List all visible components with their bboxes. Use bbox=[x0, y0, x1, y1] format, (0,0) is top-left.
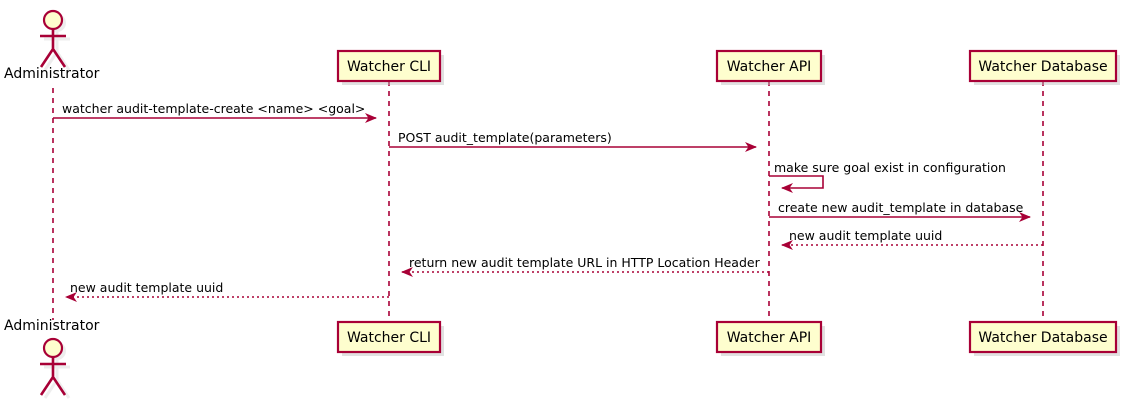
actor-head-icon bbox=[42, 9, 64, 31]
participant-box-watcher-api-bottom[interactable] bbox=[715, 320, 823, 354]
message-label-5: new audit template uuid bbox=[789, 228, 942, 243]
message-3-watcher-api-to-watcher-api[interactable] bbox=[769, 175, 824, 193]
message-label-6: return new audit template URL in HTTP Lo… bbox=[409, 255, 761, 270]
participant-box-watcher-database-top[interactable] bbox=[968, 49, 1118, 83]
participant-label-watcher-cli-bottom: Watcher CLI bbox=[347, 330, 431, 346]
message-label-4: create new audit_template in database bbox=[778, 200, 1024, 215]
lifelines-group bbox=[52, 81, 1044, 322]
participant-label-watcher-database-top: Watcher Database bbox=[978, 59, 1107, 75]
actor-head-icon bbox=[42, 337, 64, 359]
participant-box-watcher-api-top[interactable] bbox=[715, 49, 823, 83]
actor-figure-administrator-bottom[interactable] bbox=[39, 337, 71, 399]
actor-label-administrator-bottom: Administrator bbox=[4, 318, 100, 334]
message-label-3: make sure goal exist in configuration bbox=[774, 160, 1006, 175]
participant-box-watcher-cli-top[interactable] bbox=[336, 49, 442, 83]
participant-label-watcher-cli-top: Watcher CLI bbox=[347, 59, 431, 75]
actor-figure-administrator-top[interactable] bbox=[39, 9, 71, 71]
actor-label-administrator-top: Administrator bbox=[4, 66, 100, 82]
participant-label-watcher-database-bottom: Watcher Database bbox=[978, 330, 1107, 346]
participant-label-watcher-api-top: Watcher API bbox=[727, 59, 812, 75]
participant-shapes-group bbox=[39, 9, 1120, 399]
messages-group bbox=[53, 113, 1043, 302]
actor-body-icon bbox=[39, 29, 67, 68]
message-label-1: watcher audit-template-create <name> <go… bbox=[62, 101, 365, 116]
participant-box-watcher-cli-bottom[interactable] bbox=[336, 320, 442, 354]
participant-box-watcher-database-bottom[interactable] bbox=[968, 320, 1118, 354]
message-label-7: new audit template uuid bbox=[70, 280, 223, 295]
message-label-2: POST audit_template(parameters) bbox=[398, 130, 612, 145]
participant-label-watcher-api-bottom: Watcher API bbox=[727, 330, 812, 346]
self-message-path bbox=[769, 175, 824, 193]
actor-body-icon bbox=[39, 357, 67, 396]
